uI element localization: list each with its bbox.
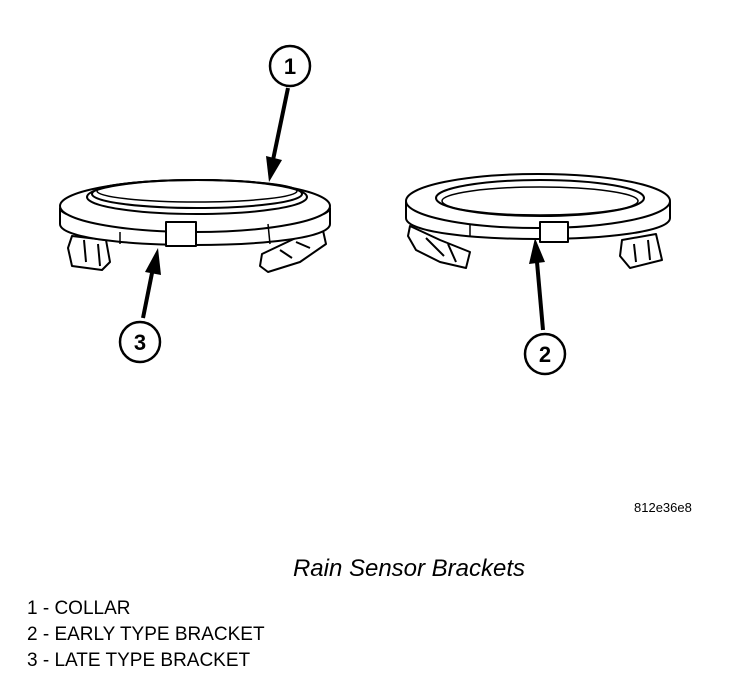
callout-3: 3 <box>118 320 162 364</box>
legend-item-collar: 1 - COLLAR <box>27 598 131 619</box>
legend: 1 - COLLAR 2 - EARLY TYPE BRACKET 3 - LA… <box>27 596 265 674</box>
callout-2: 2 <box>523 332 567 376</box>
leader-line-2 <box>529 238 545 331</box>
late-type-bracket <box>59 179 331 273</box>
callout-1: 1 <box>268 44 312 88</box>
early-type-bracket <box>405 173 671 269</box>
svg-text:1: 1 <box>284 54 296 79</box>
legend-item-late-type-bracket: 3 - LATE TYPE BRACKET <box>27 650 251 671</box>
svg-text:3: 3 <box>134 330 146 355</box>
leader-line-1 <box>266 87 290 182</box>
bracket-diagram: 1 3 2 <box>59 44 671 376</box>
leader-line-3 <box>141 248 161 319</box>
legend-item-early-type-bracket: 2 - EARLY TYPE BRACKET <box>27 624 265 645</box>
svg-text:2: 2 <box>539 342 551 367</box>
figure-code: 812e36e8 <box>634 500 692 515</box>
figure-caption: Rain Sensor Brackets <box>292 555 526 582</box>
